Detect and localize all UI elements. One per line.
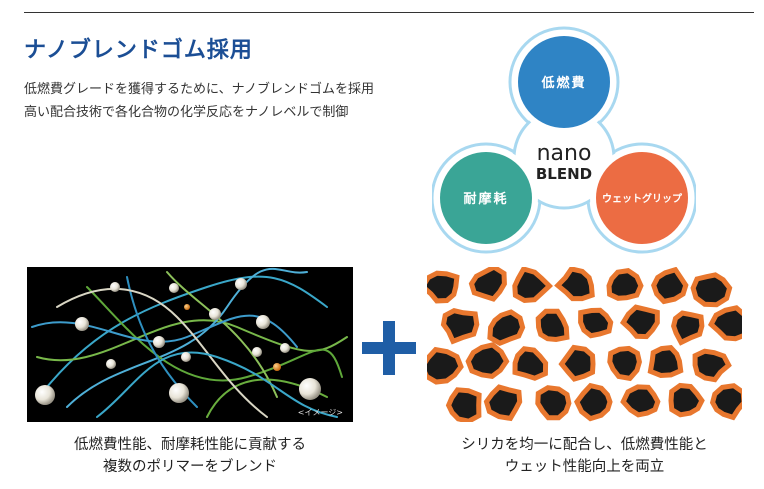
top-divider: [24, 12, 754, 13]
silica-cluster: [558, 344, 596, 382]
silica-cluster: [554, 267, 595, 302]
silica-cluster: [440, 308, 480, 345]
left-caption-line-1: 低燃費性能、耐摩耗性能に貢献する: [74, 437, 306, 453]
right-caption-line-2: ウェット性能向上を両立: [504, 459, 665, 475]
page-title: ナノブレンドゴム採用: [24, 38, 253, 63]
silica-cluster: [487, 309, 526, 346]
silica-cluster: [535, 308, 570, 343]
silica-cluster: [427, 270, 460, 304]
polymer-strands: [31, 267, 348, 418]
polymer-particles: [35, 278, 321, 405]
nano-logo-text: nano: [537, 141, 592, 166]
blend-logo-text: BLEND: [536, 165, 592, 183]
silica-cluster: [647, 344, 684, 379]
silica-cluster: [607, 345, 642, 382]
wet-grip-label: ウェットグリップ: [602, 192, 683, 205]
wear-resistance-label: 耐摩耗: [463, 191, 508, 207]
silica-cluster: [692, 348, 732, 383]
silica-cluster: [709, 383, 742, 421]
description-line-1: 低燃費グレードを獲得するために、ナノブレンドゴムを採用: [24, 82, 374, 97]
silica-clusters: [427, 267, 742, 422]
wear-resistance-circle: [440, 152, 532, 244]
polymer-blend-illustration: <イメージ>: [27, 267, 353, 422]
plus-icon: [362, 321, 416, 375]
silica-cluster: [512, 346, 549, 381]
right-caption: シリカを均一に配合し、低燃費性能と ウェット性能向上を両立: [427, 434, 742, 478]
silica-cluster: [512, 267, 554, 304]
description-line-2: 高い配合技術で各化合物の化学反応をナノレベルで制御: [24, 105, 349, 120]
silica-cluster: [668, 382, 705, 418]
silica-cluster: [707, 305, 742, 342]
silica-cluster: [690, 272, 733, 308]
silica-cluster: [445, 387, 482, 422]
silica-cluster: [670, 310, 705, 346]
fuel-efficiency-circle: [518, 36, 610, 128]
nano-blend-diagram: 低燃費 耐摩耗 ウェットグリップ nano BLEND: [432, 26, 696, 254]
silica-cluster: [650, 267, 689, 305]
silica-cluster: [465, 342, 510, 380]
left-caption: 低燃費性能、耐摩耗性能に貢献する 複数のポリマーをブレンド: [27, 434, 353, 478]
silica-cluster: [483, 384, 523, 422]
silica-cluster: [620, 384, 661, 418]
silica-cluster: [468, 267, 507, 302]
silica-cluster: [606, 267, 644, 301]
left-caption-line-2: 複数のポリマーをブレンド: [103, 459, 277, 475]
fuel-efficiency-label: 低燃費: [540, 75, 586, 91]
silica-cluster: [578, 307, 614, 339]
right-caption-line-1: シリカを均一に配合し、低燃費性能と: [461, 437, 708, 453]
image-note: <イメージ>: [297, 408, 343, 417]
silica-cluster: [619, 304, 660, 340]
wet-grip-circle: [596, 152, 688, 244]
silica-dispersion-illustration: [427, 267, 742, 422]
silica-cluster: [535, 385, 572, 421]
silica-cluster: [427, 346, 464, 385]
silica-cluster: [573, 382, 613, 422]
